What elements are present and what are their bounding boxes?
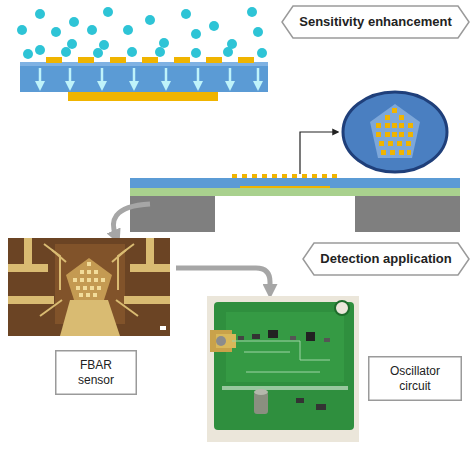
flow-arrow [113,204,150,236]
flow-arrow [176,268,270,290]
caption-box: FBAR sensor [55,350,137,395]
node-label: Detection application [304,251,467,267]
banner-shape [303,243,469,275]
caption-box: Oscillator circuit [368,356,462,401]
box-shape [56,351,137,395]
banner-label: Sensitivity enhancement [281,5,470,39]
electrode-callout [300,92,447,174]
node-label: Oscillator circuit [368,360,462,397]
banner-label: Detection application [302,242,470,276]
fbar-cross-section [130,174,460,232]
oscillator-photo [207,296,359,442]
banner-shape [282,6,469,38]
node-label: FBAR sensor [55,354,137,391]
box-shape [369,357,462,401]
enhancement-illustration [17,7,268,101]
node-label: Sensitivity enhancement [283,14,467,30]
fbar-photo [8,238,170,336]
